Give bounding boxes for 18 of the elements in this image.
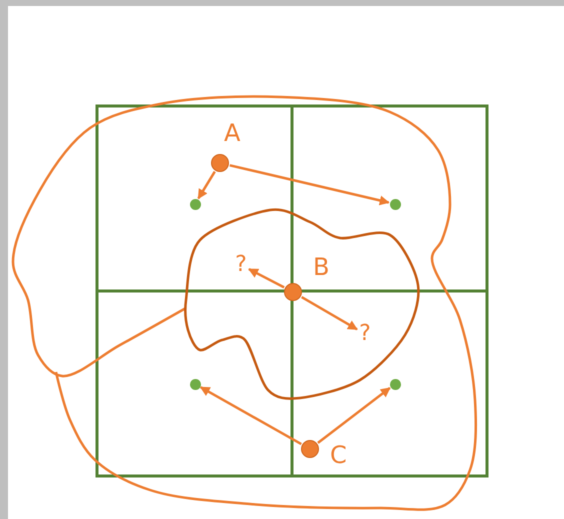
point-marker	[301, 440, 319, 458]
point-label: C	[330, 443, 347, 467]
target-dot	[390, 198, 400, 210]
point-label: A	[224, 121, 240, 145]
point-marker	[284, 283, 302, 301]
target-dot	[390, 378, 400, 390]
point-label: B	[313, 255, 330, 279]
arrow	[317, 386, 391, 444]
question-mark-label: ?	[357, 322, 373, 346]
arrow	[248, 268, 285, 288]
target-dot	[190, 198, 200, 210]
point-marker	[211, 154, 229, 172]
target-dot	[190, 378, 200, 390]
arrow	[200, 386, 302, 446]
arrow	[197, 170, 216, 200]
arrow	[229, 164, 390, 206]
arrow	[301, 296, 358, 330]
question-mark-label: ?	[233, 253, 249, 277]
